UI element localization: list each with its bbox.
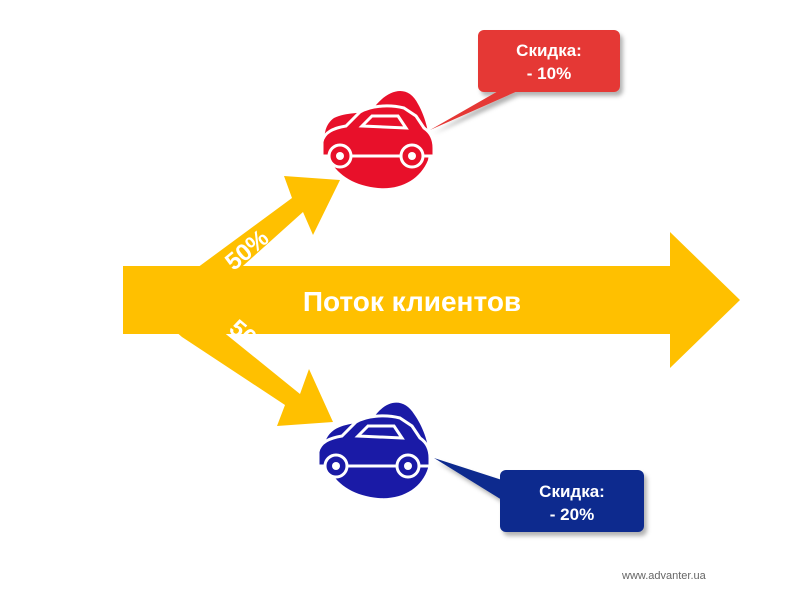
top-callout-line2: - 10% [527, 64, 571, 83]
main-flow-arrow [123, 232, 740, 368]
bottom-callout-line2: - 20% [550, 505, 594, 524]
bottom-discount-callout [434, 458, 644, 532]
bottom-callout-line1: Скидка: [539, 482, 605, 501]
main-flow-label: Поток клиентов [303, 286, 521, 317]
footer-url[interactable]: www.advanter.ua [622, 570, 706, 582]
blue-car-icon [316, 402, 432, 499]
top-callout-line1: Скидка: [516, 41, 582, 60]
top-discount-callout [430, 30, 620, 130]
lower-branch-arrow [160, 318, 333, 426]
red-car-icon [320, 91, 436, 189]
